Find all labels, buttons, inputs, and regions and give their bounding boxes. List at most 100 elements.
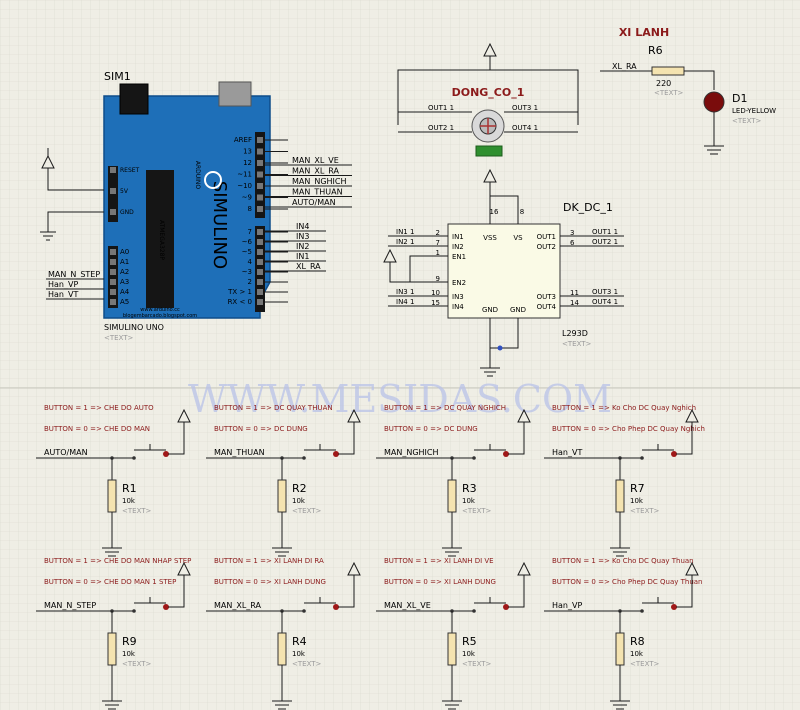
led-title: XI LANH (619, 26, 669, 39)
resistor-text-ph: <TEXT> (292, 660, 322, 668)
driver-pin-name: VS (513, 234, 523, 242)
resistor-text-ph: <TEXT> (122, 660, 152, 668)
driver-net-label: OUT3 1 (592, 288, 618, 296)
net-label: IN4 (296, 222, 309, 231)
resistor-body (107, 632, 117, 666)
driver-pin-num: 3 (570, 229, 574, 237)
driver-pin-num: 10 (431, 289, 440, 297)
button-condition-1: BUTTON = 1 => CHE DO MAN NHAP STEP (44, 557, 191, 565)
arduino-pin-label: 4 (248, 258, 253, 266)
driver-pin-name: OUT1 (537, 233, 556, 241)
net-label: MAN_XL_VE (292, 156, 339, 165)
arduino-pin-label: RX < 0 (228, 298, 252, 306)
resistor-text-ph: <TEXT> (462, 507, 492, 515)
arduino-sub: ARDUINO (194, 161, 201, 190)
cylinder-led-circuit[interactable]: XI LANH R6 XL_RA 220 <TEXT> D1 LED-YELLO… (600, 26, 776, 155)
motor-ref: DONG_CO_1 (452, 86, 525, 99)
arduino-pin-label: A3 (120, 278, 129, 286)
pin-hole (257, 194, 263, 201)
net-label: XL_RA (296, 262, 321, 271)
resistor-ref: R3 (462, 482, 477, 495)
button-circuit-r8[interactable]: BUTTON = 1 => Ko Cho DC Quay ThuanBUTTON… (544, 557, 703, 710)
resistor-value: 10k (462, 650, 476, 658)
vcc-wire (168, 422, 185, 455)
driver-pin-name: GND (482, 306, 498, 314)
vcc-symbol (177, 561, 191, 576)
arduino-site1: www.arduino.cc (140, 307, 180, 313)
switch-contact (472, 609, 476, 613)
arduino-pin-label: 13 (243, 148, 252, 156)
driver-pin-name: IN2 (452, 243, 464, 251)
resistor-value: 10k (292, 497, 306, 505)
driver-net-label: IN1 1 (396, 228, 414, 236)
net-label: MAN_THUAN (292, 188, 343, 197)
switch-contact (503, 604, 509, 610)
switch-contact (163, 604, 169, 610)
pin-hole (257, 229, 263, 235)
pin-hole (257, 289, 263, 295)
button-net-label: Han_VP (552, 601, 582, 610)
arduino-pin-label: ~6 (242, 238, 253, 246)
pin-hole (110, 167, 116, 173)
pin-hole (257, 148, 263, 155)
arduino-pin-label: TX > 1 (227, 288, 252, 296)
pin-hole (110, 269, 116, 275)
driver-pin-num: 14 (570, 299, 579, 307)
button-condition-1: BUTTON = 1 => DC QUAY NGHICH (384, 404, 506, 412)
arduino-board[interactable]: SIM1 ATMEGA328P SIMULINO ARDUINO www.ard… (103, 70, 288, 342)
arduino-pin-label: A0 (120, 248, 129, 256)
driver-net-label: OUT1 1 (592, 228, 618, 236)
driver-pin-num: 7 (436, 239, 440, 247)
vcc-symbol (685, 408, 699, 423)
button-condition-0: BUTTON = 0 => DC DUNG (214, 425, 308, 433)
pin-hole (110, 299, 116, 305)
button-circuit-r9[interactable]: BUTTON = 1 => CHE DO MAN NHAP STEP BUTTON… (36, 557, 191, 710)
driver-pin-name: OUT2 (537, 243, 556, 251)
button-condition-0: BUTTON = 0 => Cho Phep DC Quay Nghich (552, 425, 705, 433)
driver-pin-name: VSS (483, 234, 497, 242)
arduino-ref: SIM1 (104, 70, 131, 83)
net-label: IN2 (296, 242, 309, 251)
driver-net-label: IN4 1 (396, 298, 414, 306)
switch-contact (333, 451, 339, 457)
arduino-pin-label: 12 (243, 159, 252, 167)
button-condition-0: BUTTON = 0 => XI LANH DUNG (214, 578, 326, 586)
arduino-pin-label: 2 (248, 278, 252, 286)
pin-hole (110, 249, 116, 255)
res6-ref: R6 (648, 44, 663, 57)
arduino-pin-label: 5V (120, 188, 129, 195)
arduino-power-wiring (40, 148, 104, 241)
motor-pin-label: OUT2 1 (428, 124, 454, 132)
motor-pin-label: OUT4 1 (512, 124, 538, 132)
net-label: MAN_NGHICH (292, 177, 347, 186)
switch-contact (302, 609, 306, 613)
button-condition-0: BUTTON = 0 => Cho Phep DC Quay Thuan (552, 578, 703, 586)
button-condition-0: BUTTON = 0 => CHE DO MAN 1 STEP (44, 578, 176, 586)
resistor-value: 10k (122, 650, 136, 658)
button-net-label: AUTO/MAN (44, 448, 88, 457)
driver-pin-name: OUT3 (537, 293, 556, 301)
led-net: XL_RA (612, 62, 637, 71)
button-circuit-r7[interactable]: BUTTON = 1 => Ko Cho DC Quay NghichBUTTO… (544, 404, 705, 557)
driver-pin-num: 1 (436, 249, 440, 257)
switch-contact (132, 456, 136, 460)
driver-net-label: IN2 1 (396, 238, 414, 246)
vcc-wire (508, 422, 525, 455)
driver-net-label: OUT2 1 (592, 238, 618, 246)
vcc-wire (676, 422, 693, 455)
resistor-text-ph: <TEXT> (122, 507, 152, 515)
pin-hole (257, 299, 263, 305)
resistor-body (447, 632, 457, 666)
vcc-wire (168, 575, 185, 608)
pin-hole (110, 289, 116, 295)
motor-pin-label: OUT1 1 (428, 104, 454, 112)
button-net-label: MAN_THUAN (214, 448, 265, 457)
